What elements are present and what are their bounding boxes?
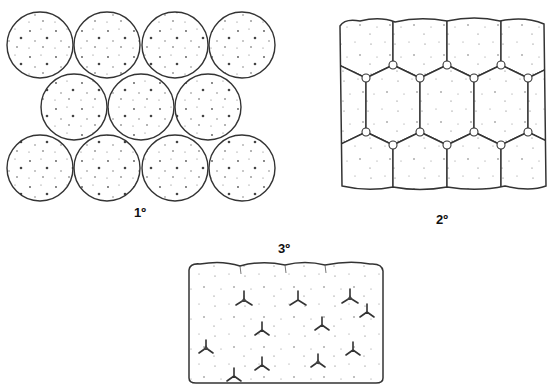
stage-label: 3º: [278, 241, 290, 256]
stage-label: 2º: [436, 212, 448, 227]
grains-stage-2: [285, 0, 549, 212]
dense-stage-3: [189, 262, 383, 383]
stage-label: 1º: [134, 205, 146, 220]
particles-stage-1: [7, 12, 275, 201]
